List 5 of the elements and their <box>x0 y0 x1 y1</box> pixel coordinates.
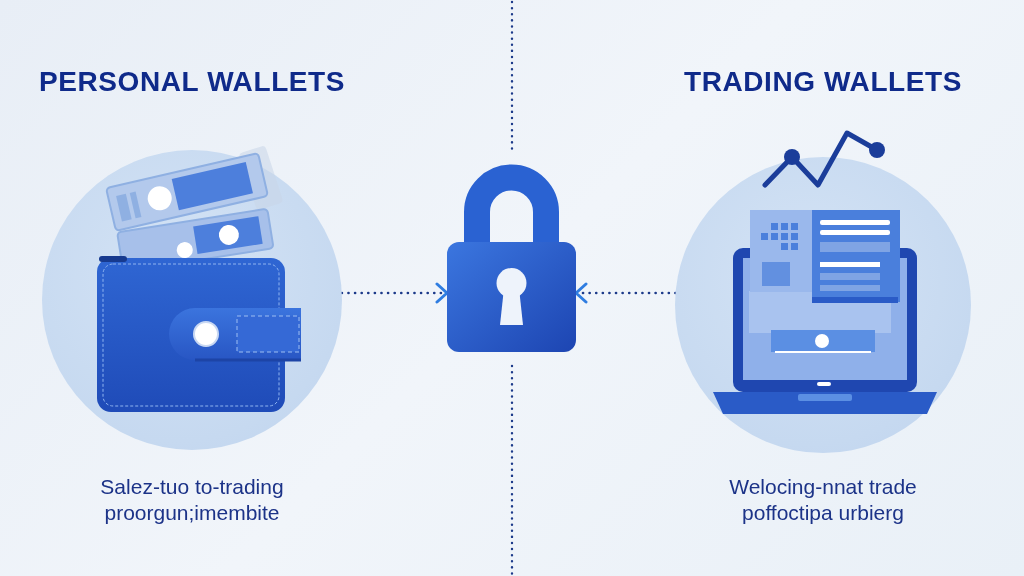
dotted-arrow <box>340 282 449 304</box>
caption-text: Salez-tuo to-trading proorgun;imembite <box>99 474 285 526</box>
caption-text: Welocing-nnat trade poffoctipa urbierg <box>728 474 918 526</box>
section-heading: PERSONAL WALLETS <box>38 66 346 98</box>
section-heading: TRADING WALLETS <box>683 66 963 98</box>
